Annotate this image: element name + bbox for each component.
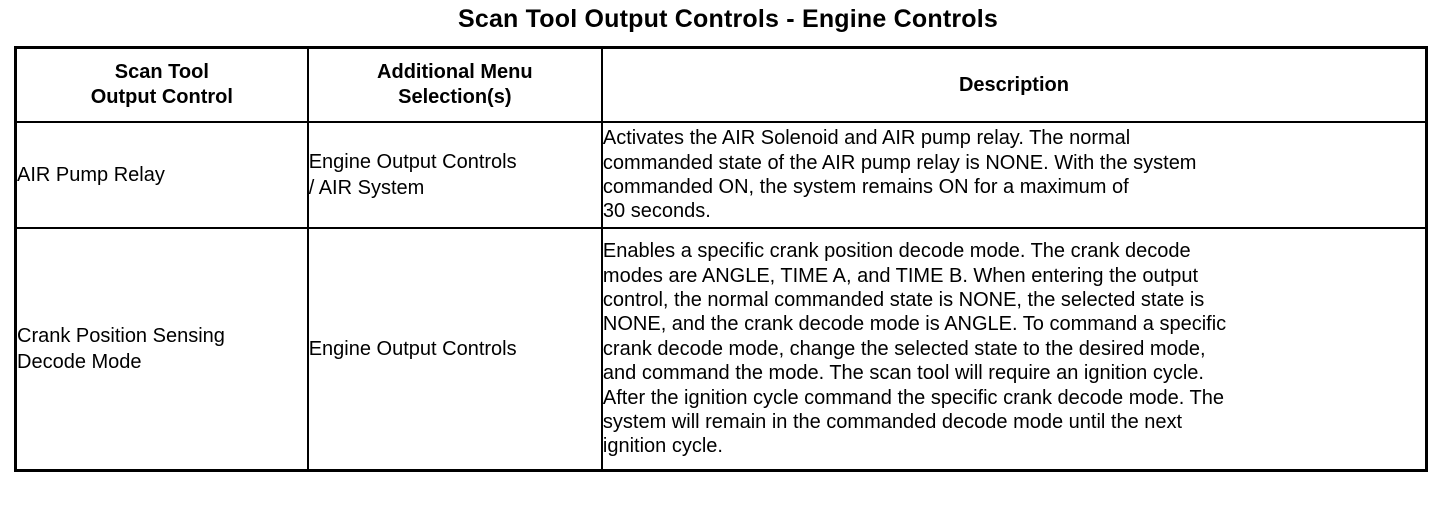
column-header-line-1: Scan Tool [114, 61, 209, 83]
column-header-line-2: Output Control [90, 86, 233, 108]
description-line: commanded state of the AIR pump relay is… [602, 151, 1197, 174]
column-header-scan-tool-output-control: Scan Tool Output Control [14, 46, 309, 123]
table-header-row: Scan Tool Output Control Additional Menu… [14, 46, 1428, 123]
cell-menu-selection: Engine Output Controls [306, 227, 603, 472]
output-control-line-1: Crank Position Sensing [17, 325, 225, 347]
cell-menu-selection: Engine Output Controls / AIR System [306, 121, 603, 229]
table-row: AIR Pump Relay Engine Output Controls / … [14, 121, 1428, 229]
output-control-line-2: Decode Mode [17, 351, 142, 373]
cell-description: Activates the AIR Solenoid and AIR pump … [600, 121, 1428, 229]
scan-tool-output-controls-table: Scan Tool Output Control Additional Menu… [14, 46, 1428, 472]
description-line: ignition cycle. [602, 435, 723, 458]
column-header-line-1: Description [958, 73, 1069, 96]
description-line: control, the normal commanded state is N… [602, 288, 1205, 311]
column-header-description: Description [600, 46, 1428, 123]
column-header-additional-menu-selections: Additional Menu Selection(s) [306, 46, 603, 123]
description-line: NONE, and the crank decode mode is ANGLE… [602, 313, 1227, 336]
description-line: Enables a specific crank position decode… [602, 240, 1191, 263]
description-line: 30 seconds. [602, 200, 711, 223]
description-line: crank decode mode, change the selected s… [602, 337, 1206, 360]
cell-output-control: AIR Pump Relay [14, 121, 309, 229]
menu-selection-line-1: Engine Output Controls [308, 338, 517, 360]
column-header-line-1: Additional Menu [377, 61, 533, 83]
column-header-line-2: Selection(s) [398, 86, 512, 108]
description-line: After the ignition cycle command the spe… [602, 386, 1224, 409]
description-line: system will remain in the commanded deco… [602, 411, 1183, 434]
cell-description: Enables a specific crank position decode… [600, 227, 1428, 472]
description-line: and command the mode. The scan tool will… [602, 362, 1204, 385]
menu-selection-line-1: Engine Output Controls [308, 151, 517, 173]
cell-output-control: Crank Position Sensing Decode Mode [14, 227, 309, 472]
page-title: Scan Tool Output Controls - Engine Contr… [457, 5, 999, 33]
description-line: commanded ON, the system remains ON for … [602, 176, 1129, 198]
description-line: Activates the AIR Solenoid and AIR pump … [602, 127, 1131, 150]
menu-selection-line-2: / AIR System [308, 177, 425, 199]
table-row: Crank Position Sensing Decode Mode Engin… [14, 227, 1428, 472]
description-line: modes are ANGLE, TIME A, and TIME B. Whe… [602, 264, 1199, 287]
